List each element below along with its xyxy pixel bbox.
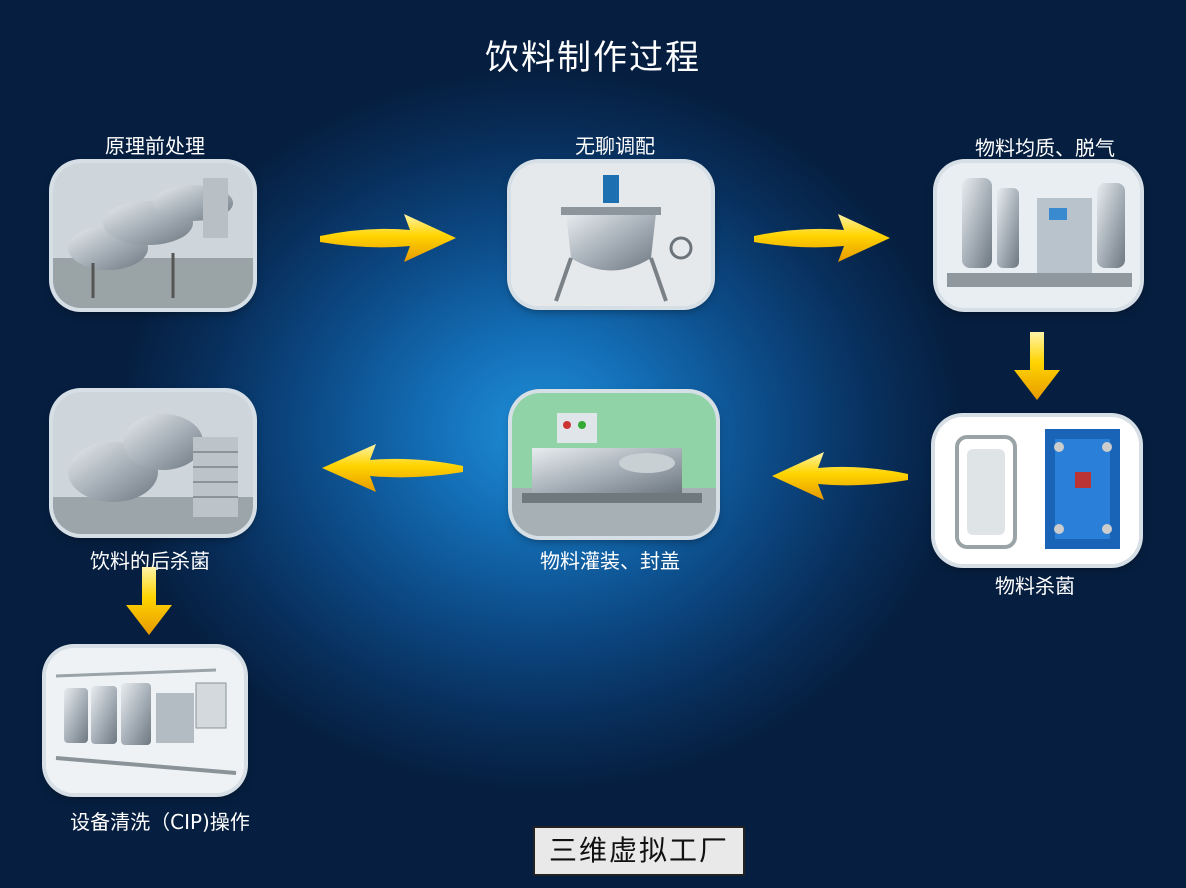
step-image-post-sterilize: [53, 392, 253, 534]
step-image-sterilize: [935, 417, 1139, 564]
step-image-filling: [512, 393, 716, 536]
degasser-unit-icon: [937, 163, 1140, 308]
filling-capping-machine-icon: [512, 393, 716, 536]
step-label-homogenize: 物料均质、脱气: [975, 136, 1115, 160]
arrow-right-icon: [320, 214, 456, 262]
arrow-right-icon: [754, 214, 890, 262]
step-image-homogenize: [937, 163, 1140, 308]
arrow-left-icon: [772, 452, 908, 500]
step-image-pretreatment: [53, 163, 253, 308]
cip-cleaning-system-icon: [46, 648, 244, 793]
arrow-down-icon: [126, 567, 172, 635]
step-label-filling: 物料灌装、封盖: [540, 549, 680, 573]
step-label-sterilize: 物料杀菌: [995, 574, 1075, 598]
step-label-blending: 无聊调配: [575, 134, 655, 158]
page-title: 饮料制作过程: [485, 38, 701, 78]
step-label-cip: 设备清洗（CIP)操作: [70, 810, 250, 834]
arrow-left-icon: [322, 444, 463, 492]
jacketed-kettle-icon: [511, 163, 711, 306]
virtual-factory-button[interactable]: 三维虚拟工厂: [533, 826, 745, 876]
plate-heat-exchanger-icon: [935, 417, 1139, 564]
pulper-machine-icon: [53, 163, 253, 308]
step-image-blending: [511, 163, 711, 306]
step-label-pretreatment: 原理前处理: [105, 134, 205, 158]
retort-sterilizer-icon: [53, 392, 253, 534]
arrow-down-icon: [1014, 332, 1060, 400]
step-image-cip: [46, 648, 244, 793]
